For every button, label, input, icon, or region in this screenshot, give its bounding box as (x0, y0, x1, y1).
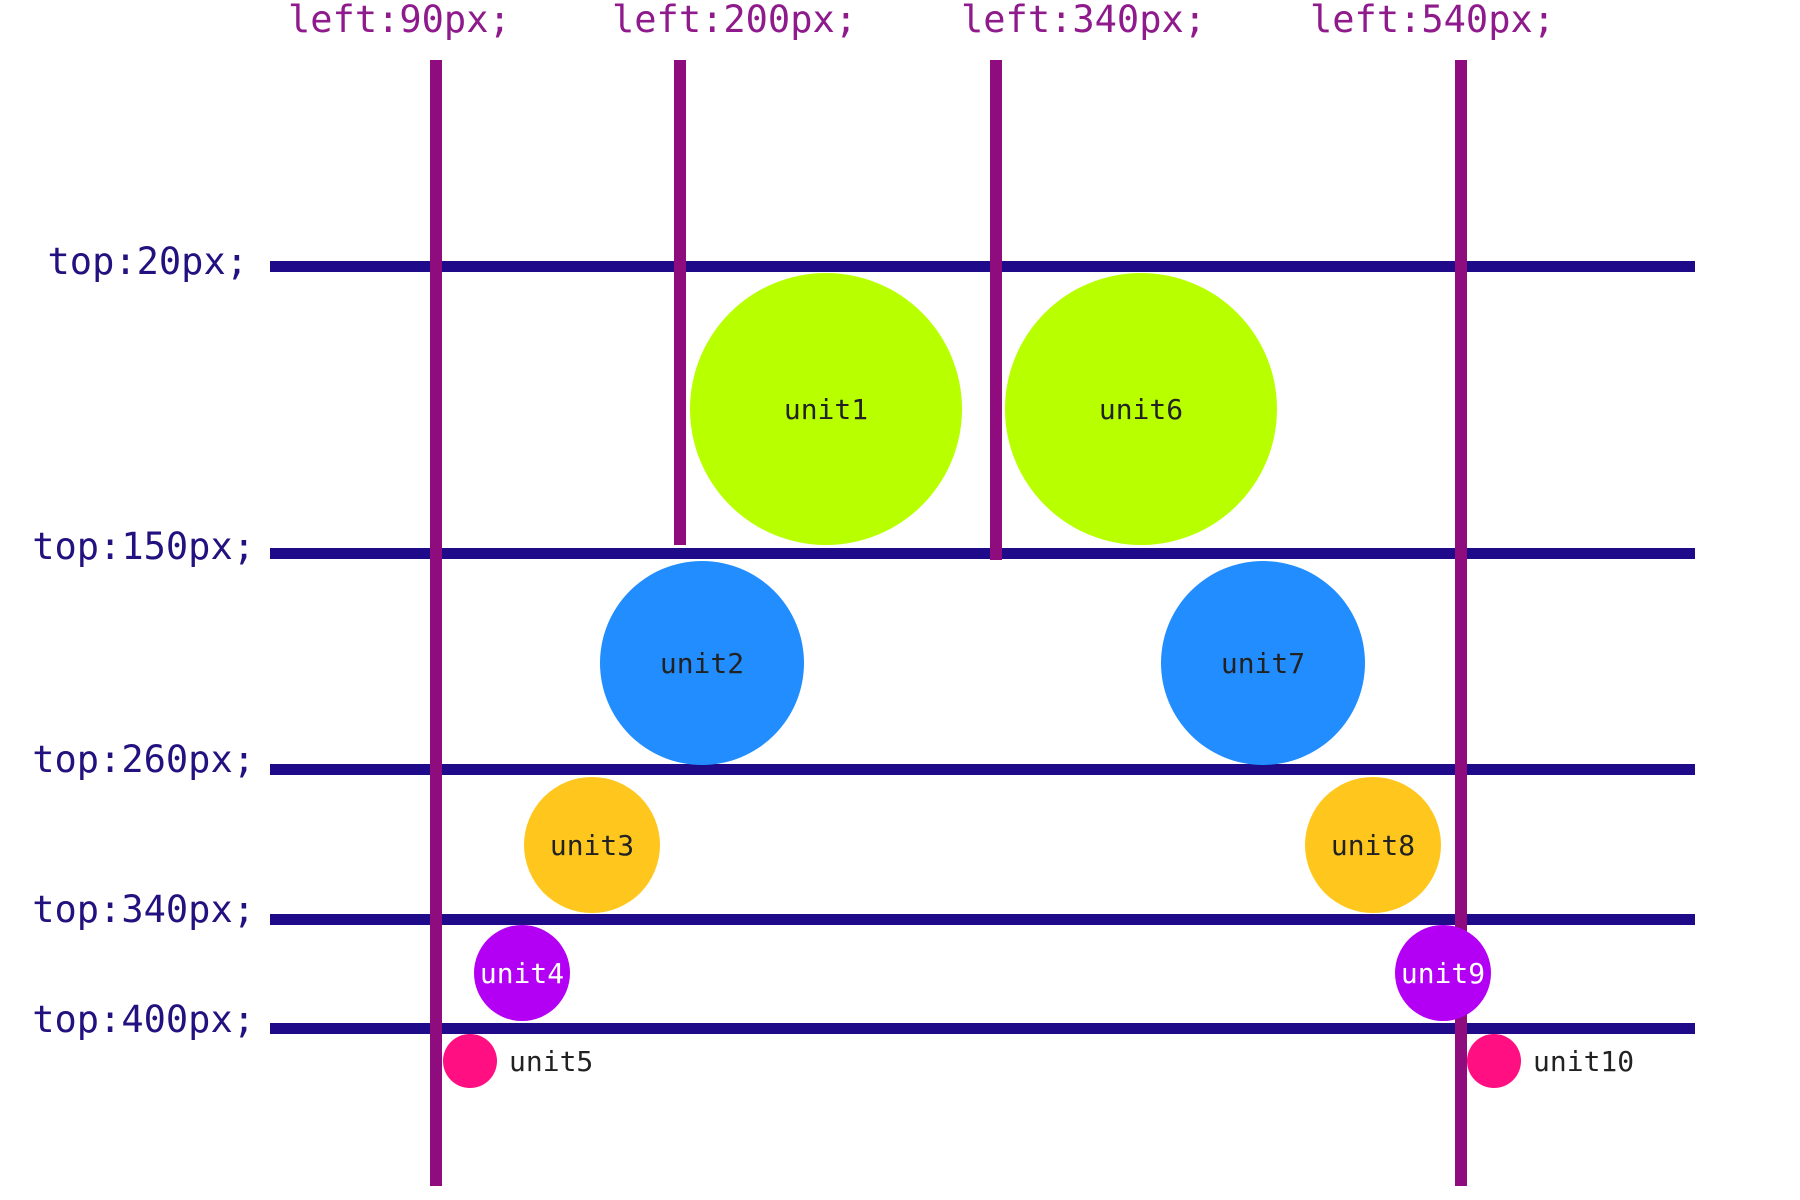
column-guide-line-left-340 (990, 60, 1002, 560)
row-guide-line-top-260 (270, 764, 1695, 775)
row-label-top-260: top:260px; (32, 738, 255, 781)
column-label-left-200: left:200px; (612, 0, 858, 41)
column-label-left-90: left:90px; (288, 0, 511, 41)
row-label-top-20: top:20px; (47, 240, 248, 283)
unit2-label: unit2 (659, 646, 745, 680)
unit5-circle (443, 1034, 497, 1088)
column-label-left-340: left:340px; (961, 0, 1207, 41)
unit4-circle: unit4 (474, 925, 570, 1021)
unit9-label: unit9 (1400, 956, 1486, 990)
unit1-circle: unit1 (690, 273, 962, 545)
unit8-circle: unit8 (1305, 777, 1441, 913)
row-guide-line-top-340 (270, 914, 1695, 925)
unit7-label: unit7 (1220, 646, 1306, 680)
row-label-top-150: top:150px; (32, 525, 255, 568)
unit6-circle: unit6 (1005, 273, 1277, 545)
unit8-label: unit8 (1330, 828, 1416, 862)
unit2-circle: unit2 (600, 561, 804, 765)
unit7-circle: unit7 (1161, 561, 1365, 765)
unit1-label: unit1 (783, 392, 869, 426)
row-label-top-340: top:340px; (32, 888, 255, 931)
row-guide-line-top-400 (270, 1023, 1695, 1034)
column-label-left-540: left:540px; (1310, 0, 1556, 41)
unit3-label: unit3 (549, 828, 635, 862)
unit6-label: unit6 (1098, 392, 1184, 426)
unit3-circle: unit3 (524, 777, 660, 913)
column-guide-line-left-540 (1455, 60, 1467, 1186)
column-guide-line-left-200 (674, 60, 686, 545)
unit4-label: unit4 (479, 956, 565, 990)
row-label-top-400: top:400px; (32, 998, 255, 1041)
unit10-label: unit10 (1533, 1045, 1635, 1078)
unit5-label: unit5 (509, 1045, 594, 1078)
row-guide-line-top-20 (270, 261, 1695, 272)
unit10-circle (1467, 1034, 1521, 1088)
unit9-circle: unit9 (1395, 925, 1491, 1021)
column-guide-line-left-90 (430, 60, 442, 1186)
row-guide-line-top-150 (270, 548, 1695, 559)
